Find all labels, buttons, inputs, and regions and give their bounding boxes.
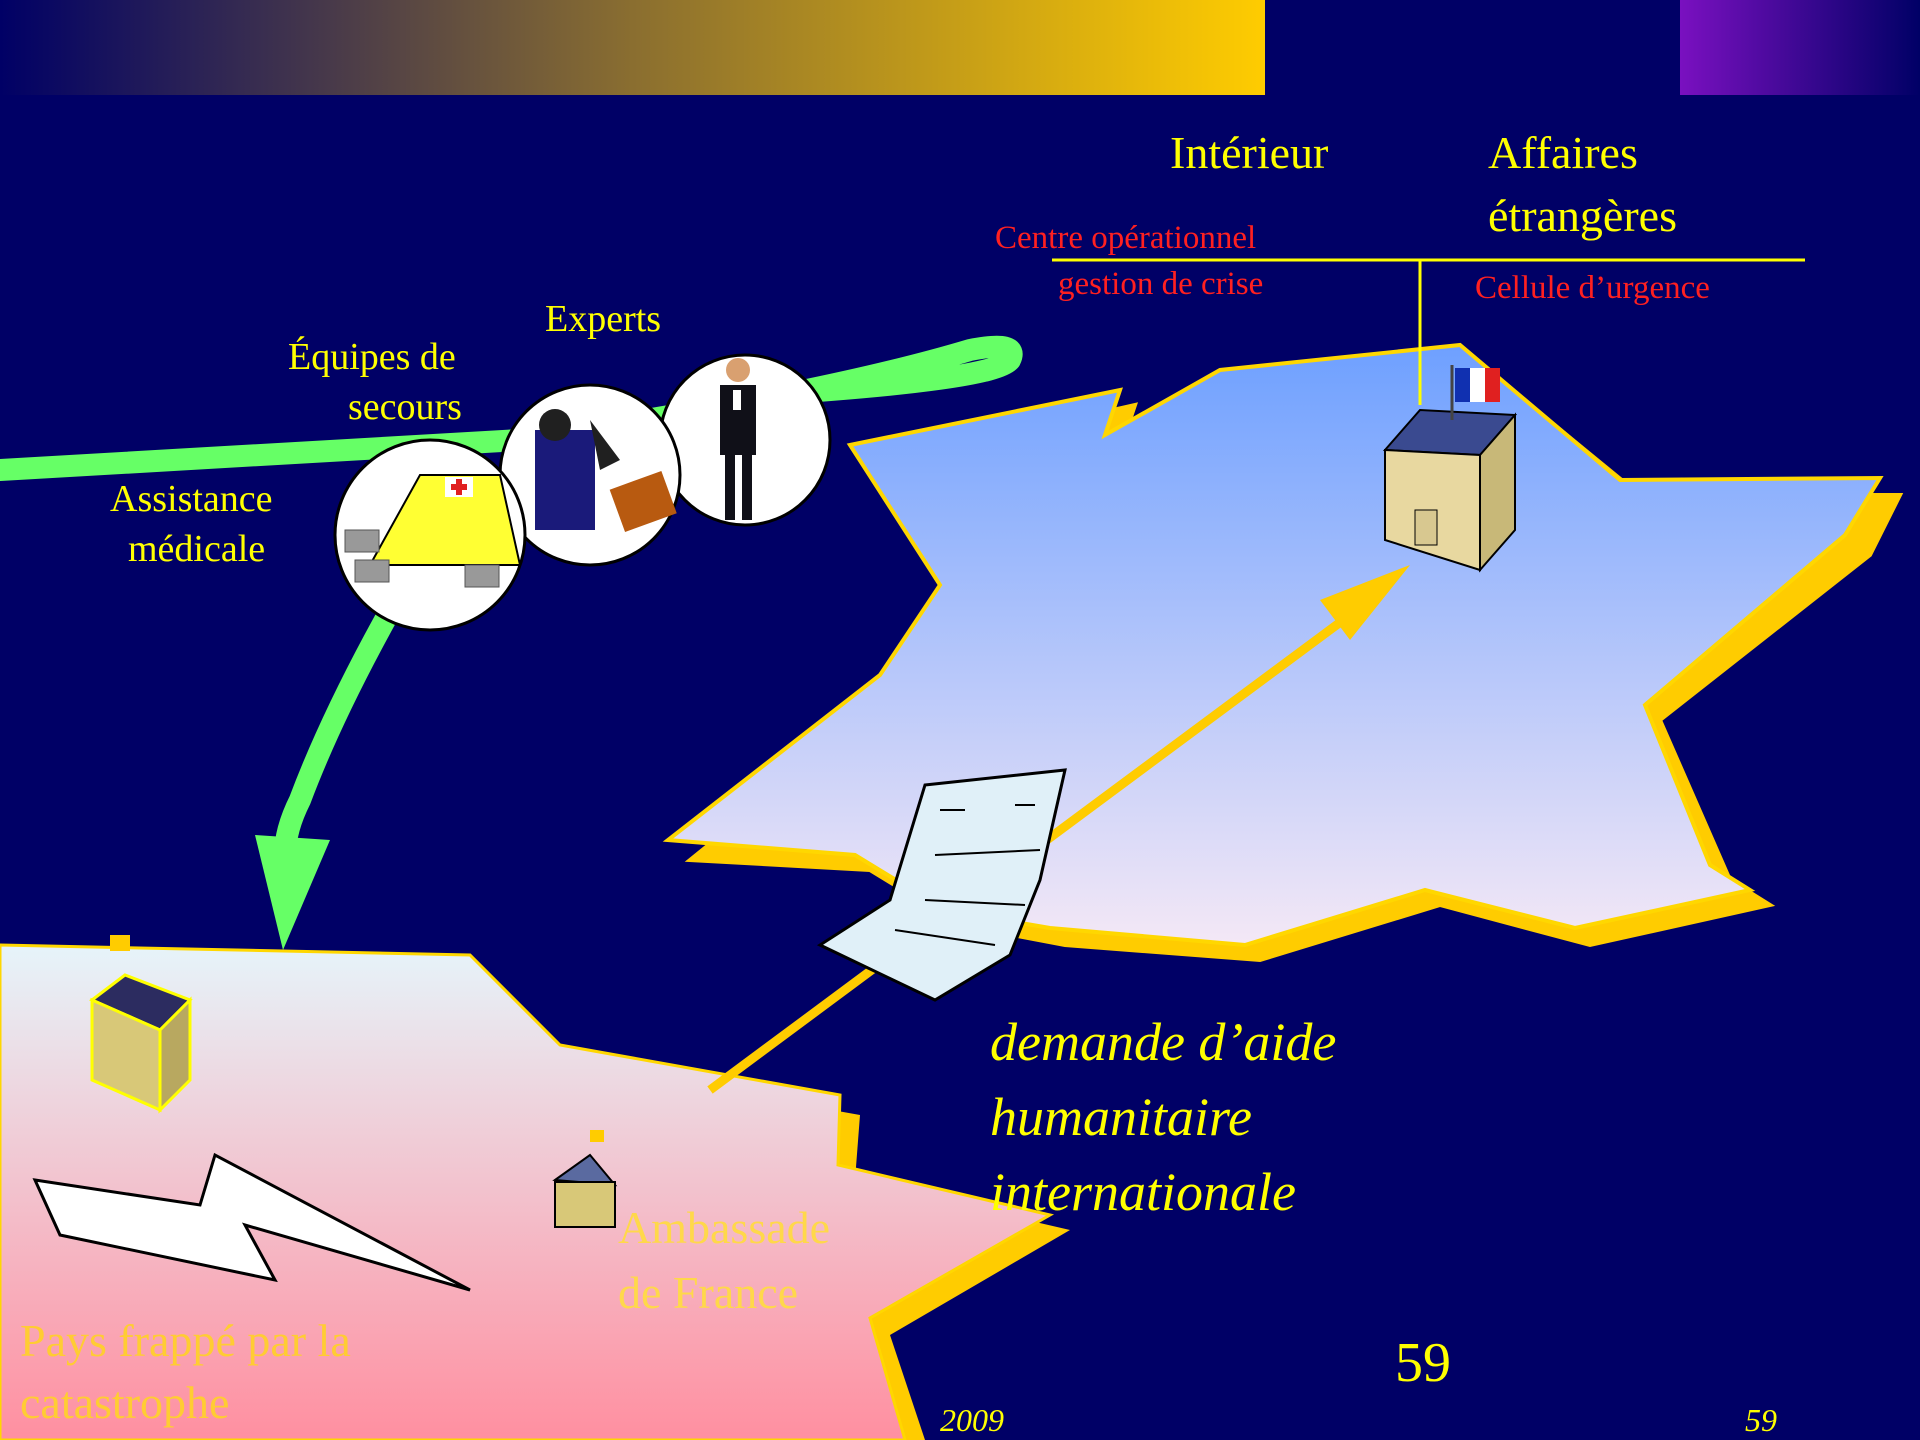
embassy-icon [552, 1130, 618, 1228]
header-bar [0, 0, 1265, 95]
stricken-country-map [0, 943, 1070, 1440]
france-map [662, 342, 1904, 963]
experts-label: Experts [545, 298, 662, 340]
request-label-line3: internationale [990, 1162, 1296, 1222]
slide-number-large: 59 [1395, 1332, 1451, 1394]
expert-icon [658, 353, 832, 527]
interior-unit-label-line2: gestion de crise [1058, 266, 1264, 302]
rescue-label-line1: Équipes de [288, 336, 456, 378]
header-corner-bar [1680, 0, 1920, 95]
interior-ministry-label: Intérieur [1170, 127, 1329, 178]
foreign-affairs-label-line2: étrangères [1488, 190, 1677, 241]
foreign-unit-label: Cellule d’urgence [1475, 270, 1710, 306]
interior-unit-label-line1: Centre opérationnel [995, 220, 1257, 256]
slide-number-footer: 59 [1745, 1402, 1777, 1438]
document-icon [816, 768, 1067, 1002]
flag-france-icon [1450, 365, 1500, 420]
aid-flow-arrowhead [255, 835, 330, 950]
foreign-affairs-label-line1: Affaires [1488, 127, 1638, 178]
embassy-label-line2: de France [618, 1267, 799, 1318]
request-label-line2: humanitaire [990, 1087, 1252, 1147]
rescuer-icon [498, 383, 682, 567]
request-label-line1: demande d’aide [990, 1012, 1337, 1072]
embassy-label-line1: Ambassade [618, 1202, 831, 1253]
ministry-building-icon [1382, 408, 1518, 573]
country-label-line2: catastrophe [20, 1377, 230, 1428]
rescue-label-line2: secours [348, 386, 462, 428]
medical-label-line1: Assistance [110, 478, 273, 520]
org-chart-lines [1052, 258, 1805, 405]
lightning-icon [32, 1152, 471, 1292]
footer-year: 2009 [940, 1402, 1004, 1438]
medical-label-line2: médicale [128, 528, 266, 570]
country-label-line1: Pays frappé par la [20, 1315, 351, 1366]
town-hall-icon [89, 935, 193, 1114]
medical-tent-icon [333, 438, 527, 632]
